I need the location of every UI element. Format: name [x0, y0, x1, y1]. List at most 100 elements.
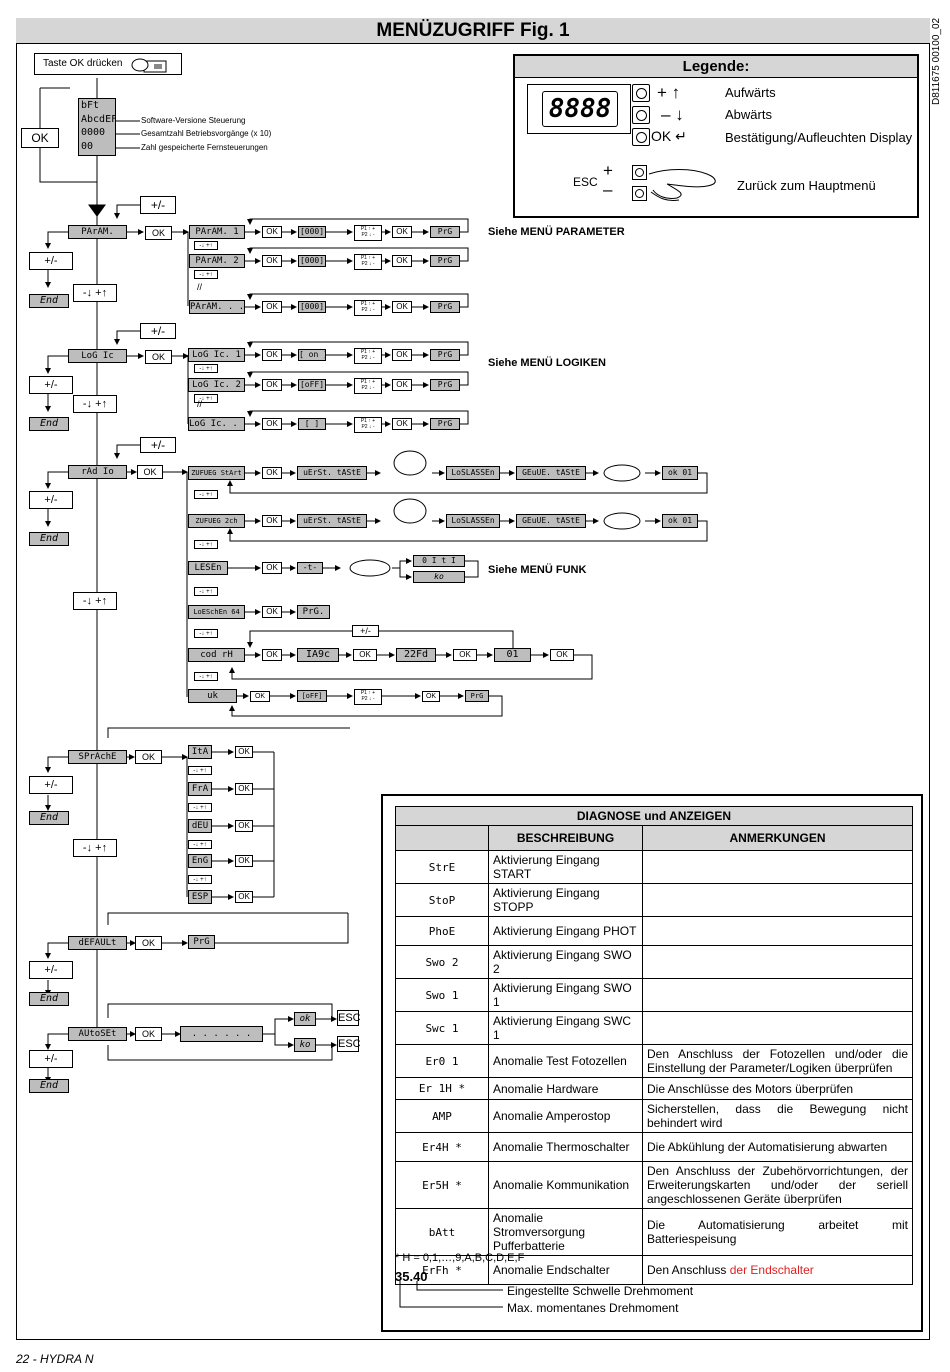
plus-minus-key[interactable]: +/-	[140, 323, 176, 339]
param-item[interactable]: PArAM. 2	[189, 254, 245, 268]
ok-key[interactable]: OK	[392, 418, 412, 430]
plus-minus-key[interactable]: +/-	[140, 196, 176, 214]
down-up-key[interactable]: -↓ +↑	[73, 284, 117, 302]
read-item[interactable]: LESEn	[188, 561, 228, 575]
menu-logic[interactable]: LoG Ic	[68, 349, 127, 363]
p1-p2-selector[interactable]: P1 ↑ +P2 ↓ -	[354, 378, 382, 394]
plus-button[interactable]	[632, 165, 647, 180]
p1-p2-selector[interactable]: P1 ↑ +P2 ↓ -	[354, 417, 382, 433]
down-up-key[interactable]: -↓ +↑	[73, 395, 117, 413]
esc-key[interactable]: ESC	[337, 1010, 361, 1026]
down-up-key[interactable]: -↓ +↑	[194, 672, 218, 681]
plus-minus-key[interactable]: +/-	[29, 376, 73, 394]
delete-item[interactable]: LoESchEn 64	[188, 605, 245, 619]
down-up-key[interactable]: -↓ +↑	[194, 629, 218, 638]
language-item[interactable]: ESP	[188, 890, 212, 904]
down-up-key[interactable]: -↓ +↑	[194, 587, 218, 596]
up-button[interactable]	[632, 84, 650, 102]
plus-minus-key[interactable]: +/-	[140, 437, 176, 453]
ok-key[interactable]: OK	[422, 691, 440, 702]
logic-item[interactable]: LoG Ic. . . .	[188, 417, 245, 431]
plus-minus-key[interactable]: +/-	[29, 491, 73, 509]
down-up-key[interactable]: -↓ +↑	[188, 875, 212, 884]
down-up-key[interactable]: -↓ +↑	[73, 592, 117, 610]
p1-p2-selector[interactable]: P1 ↑ +P2 ↓ -	[354, 689, 382, 705]
ok-key[interactable]: OK	[392, 349, 412, 361]
ok-key[interactable]: OK	[145, 350, 172, 364]
down-up-key[interactable]: -↓ +↑	[194, 270, 218, 279]
down-up-key[interactable]: -↓ +↑	[73, 839, 117, 857]
logic-item[interactable]: LoG Ic. 1	[188, 348, 245, 362]
ok-key[interactable]: OK	[262, 649, 282, 661]
minus-button[interactable]	[632, 186, 647, 201]
language-item[interactable]: FrA	[188, 782, 212, 796]
ok-key[interactable]: OK	[550, 649, 574, 661]
ok-key[interactable]: OK	[392, 379, 412, 391]
page-footer: 22 - HYDRA N	[16, 1352, 94, 1366]
ok-key[interactable]: OK	[235, 746, 253, 758]
down-up-key[interactable]: -↓ +↑	[194, 241, 218, 250]
down-up-key[interactable]: -↓ +↑	[188, 766, 212, 775]
plus-minus-key[interactable]: +/-	[29, 252, 73, 270]
ok-key[interactable]: OK	[135, 750, 162, 764]
ok-key[interactable]: OK	[135, 1027, 162, 1041]
down-up-key[interactable]: -↓ +↑	[194, 490, 218, 499]
ok-key[interactable]: OK	[392, 226, 412, 238]
ok-key[interactable]: OK	[250, 691, 270, 702]
param-item[interactable]: PArAM. . . .	[189, 300, 245, 314]
ok-key[interactable]: OK	[392, 301, 412, 313]
ok-key[interactable]: OK	[262, 606, 282, 618]
down-up-key[interactable]: -↓ +↑	[194, 540, 218, 549]
p1-p2-selector[interactable]: P1 ↑ +P2 ↓ -	[354, 254, 382, 270]
plus-minus-key[interactable]: +/-	[29, 961, 73, 979]
down-up-key[interactable]: -↓ +↑	[188, 803, 212, 812]
language-item[interactable]: EnG	[188, 854, 212, 868]
code-rx-item[interactable]: cod rH	[188, 648, 245, 662]
code-rx-value: IA9c	[297, 648, 339, 662]
radio-learn-item[interactable]: ZUFUEG 2ch	[188, 514, 245, 528]
menu-language[interactable]: SPrAchE	[68, 750, 127, 764]
ok-key[interactable]: OK	[135, 936, 162, 950]
language-item[interactable]: ItA	[188, 745, 212, 759]
p1-p2-selector[interactable]: P1 ↑ +P2 ↓ -	[354, 300, 382, 316]
uk-item[interactable]: uk	[188, 689, 237, 703]
ok-key[interactable]: OK	[235, 891, 253, 903]
ok-key[interactable]: OK	[137, 465, 163, 479]
down-up-key[interactable]: -↓ +↑	[188, 840, 212, 849]
esc-key[interactable]: ESC	[337, 1036, 361, 1052]
ok-key[interactable]: OK	[21, 128, 59, 148]
ok-key[interactable]: OK	[235, 820, 253, 832]
ok-button[interactable]	[632, 128, 650, 146]
menu-radio[interactable]: rAd Io	[68, 465, 127, 479]
menu-default[interactable]: dEFAULt	[68, 936, 127, 950]
ok-key[interactable]: OK	[262, 349, 282, 361]
ok-key[interactable]: OK	[262, 418, 282, 430]
plus-minus-key[interactable]: +/-	[352, 625, 379, 637]
p1-p2-selector[interactable]: P1 ↑ +P2 ↓ -	[354, 348, 382, 364]
menu-param[interactable]: PArAM.	[68, 225, 127, 239]
ok-key[interactable]: OK	[235, 783, 253, 795]
ok-key[interactable]: OK	[262, 515, 282, 527]
down-up-key[interactable]: -↓ +↑	[194, 394, 218, 403]
ok-key[interactable]: OK	[453, 649, 477, 661]
plus-minus-key[interactable]: +/-	[29, 776, 73, 794]
ok-key[interactable]: OK	[145, 226, 172, 240]
ok-key[interactable]: OK	[392, 255, 412, 267]
down-up-key[interactable]: -↓ +↑	[194, 364, 218, 373]
ok-key[interactable]: OK	[262, 255, 282, 267]
ok-key[interactable]: OK	[353, 649, 377, 661]
ok-key[interactable]: OK	[235, 855, 253, 867]
language-item[interactable]: dEU	[188, 819, 212, 833]
ok-key[interactable]: OK	[262, 467, 282, 479]
menu-autoset[interactable]: AUtoSEt	[68, 1027, 127, 1041]
p1-p2-selector[interactable]: P1 ↑ +P2 ↓ -	[354, 225, 382, 241]
ok-key[interactable]: OK	[262, 226, 282, 238]
radio-learn-item[interactable]: ZUFUEG StArt	[188, 466, 245, 480]
ok-key[interactable]: OK	[262, 301, 282, 313]
down-button[interactable]	[632, 106, 650, 124]
ok-key[interactable]: OK	[262, 562, 282, 574]
plus-minus-key[interactable]: +/-	[29, 1050, 73, 1068]
logic-item[interactable]: LoG Ic. 2	[188, 378, 245, 392]
ok-key[interactable]: OK	[262, 379, 282, 391]
param-item[interactable]: PArAM. 1	[189, 225, 245, 239]
